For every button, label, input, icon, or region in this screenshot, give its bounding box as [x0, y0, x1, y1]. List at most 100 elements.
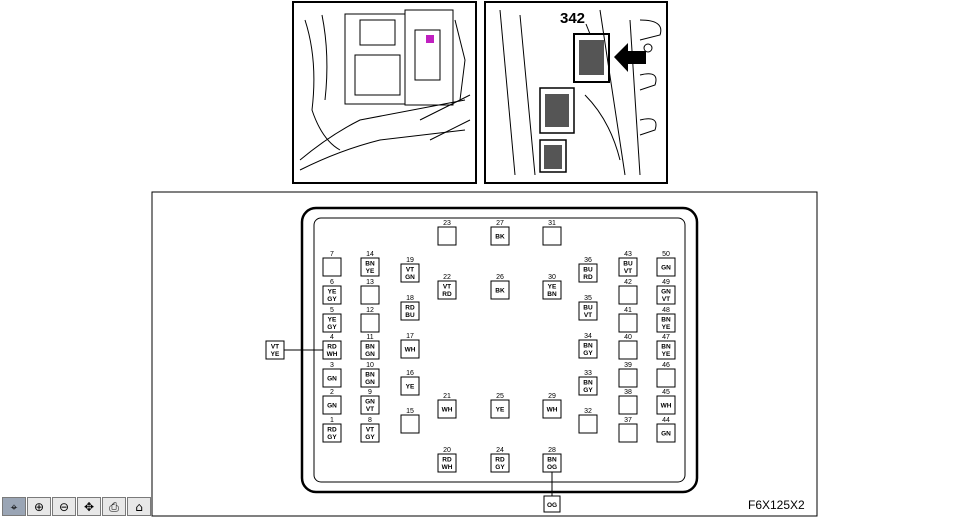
- pin-box: [490, 226, 510, 246]
- select-tool-button[interactable]: ⌖: [2, 497, 26, 516]
- wire-color-code: YE: [328, 317, 337, 324]
- pin-number: 16: [406, 370, 414, 377]
- wire-color-code: WH: [405, 347, 416, 354]
- wire-color-code: GY: [327, 324, 337, 331]
- figure-code: F6X125X2: [748, 498, 805, 512]
- pin-number: 23: [443, 220, 451, 227]
- pin-box: [360, 395, 380, 415]
- pin-number: 45: [662, 389, 670, 396]
- zoom-out-button[interactable]: ⊖: [52, 497, 76, 516]
- pin-box: [578, 376, 598, 396]
- wire-color-code: GN: [405, 274, 415, 281]
- pin-number: 9: [368, 389, 372, 396]
- wire-color-code: VT: [271, 344, 279, 351]
- wire-color-code: YE: [271, 351, 280, 358]
- pin-box: [322, 257, 342, 277]
- pin-number: 10: [366, 362, 374, 369]
- wire-color-code: BU: [583, 305, 593, 312]
- pin-cavity: 38: [618, 389, 638, 415]
- pick-tool-button[interactable]: ✥: [77, 497, 101, 516]
- pin-box: [618, 395, 638, 415]
- pin-cavity: 31: [542, 220, 562, 246]
- pin-number: 2: [330, 389, 334, 396]
- pin-cavity: 41: [618, 307, 638, 333]
- pin-number: 20: [443, 447, 451, 454]
- pin-box: [360, 285, 380, 305]
- wire-color-code: GN: [365, 399, 375, 406]
- pin-box: [490, 280, 510, 300]
- pin-box: [400, 263, 420, 283]
- pin-box: [618, 340, 638, 360]
- pin-box: [437, 280, 457, 300]
- wire-color-code: YE: [328, 289, 337, 296]
- pin-number: 30: [548, 274, 556, 281]
- wire-color-code: BN: [583, 343, 593, 350]
- wire-color-code: GN: [365, 351, 375, 358]
- pin-number: 15: [406, 408, 414, 415]
- pin-box: [400, 339, 420, 359]
- pin-box: [656, 257, 676, 277]
- wire-color-code: GY: [583, 387, 593, 394]
- pin-number: 39: [624, 362, 632, 369]
- wire-color-code: RD: [327, 344, 337, 351]
- external-wire-callout: OG: [543, 472, 561, 513]
- pin-box: [322, 285, 342, 305]
- wire-color-code: YE: [548, 284, 557, 291]
- pin-box: [437, 453, 457, 473]
- zoom-in-icon: ⊕: [33, 499, 45, 514]
- zoom-in-button[interactable]: ⊕: [27, 497, 51, 516]
- pin-number: 13: [366, 279, 374, 286]
- wire-color-code: BU: [583, 267, 593, 274]
- pin-cavity: 37: [618, 417, 638, 443]
- pin-box: [322, 423, 342, 443]
- pin-grid: 76YEGY5YEGY4RDWH3GN2GN1RDGY14BNYE131211B…: [322, 220, 676, 473]
- pin-box: [656, 423, 676, 443]
- wire-color-code: GY: [327, 434, 337, 441]
- pin-number: 22: [443, 274, 451, 281]
- pin-cavity: 23: [437, 220, 457, 246]
- pin-box: [656, 285, 676, 305]
- wire-color-code: YE: [406, 384, 415, 391]
- pin-cavity: 2GN: [322, 389, 342, 415]
- pin-box: [400, 414, 420, 434]
- wire-color-code: BK: [495, 234, 505, 241]
- wire-color-code: WH: [442, 464, 453, 471]
- wire-color-code: VT: [443, 284, 451, 291]
- print-button[interactable]: ⎙: [102, 497, 126, 516]
- wire-color-code: VT: [366, 406, 374, 413]
- pin-cavity: 40: [618, 334, 638, 360]
- pin-cavity: 13: [360, 279, 380, 305]
- wire-color-code: BN: [547, 457, 557, 464]
- wire-color-code: GN: [327, 376, 337, 383]
- pin-box: [618, 257, 638, 277]
- cursor-icon: ✥: [83, 499, 95, 514]
- pin-box: [542, 226, 562, 246]
- home-icon: ⌂: [135, 499, 143, 514]
- wire-color-code: GN: [661, 265, 671, 272]
- home-button[interactable]: ⌂: [127, 497, 151, 516]
- pin-cavity: 3GN: [322, 362, 342, 388]
- wire-color-code: BN: [547, 291, 557, 298]
- wire-color-code: RD: [405, 305, 415, 312]
- pin-box: [322, 313, 342, 333]
- pin-box: [618, 423, 638, 443]
- pin-cavity: 15: [400, 408, 420, 434]
- pin-cavity: 39: [618, 362, 638, 388]
- wire-color-code: BN: [365, 344, 375, 351]
- wire-color-code: OG: [547, 502, 557, 509]
- connector-location-illustration: 342: [484, 1, 668, 184]
